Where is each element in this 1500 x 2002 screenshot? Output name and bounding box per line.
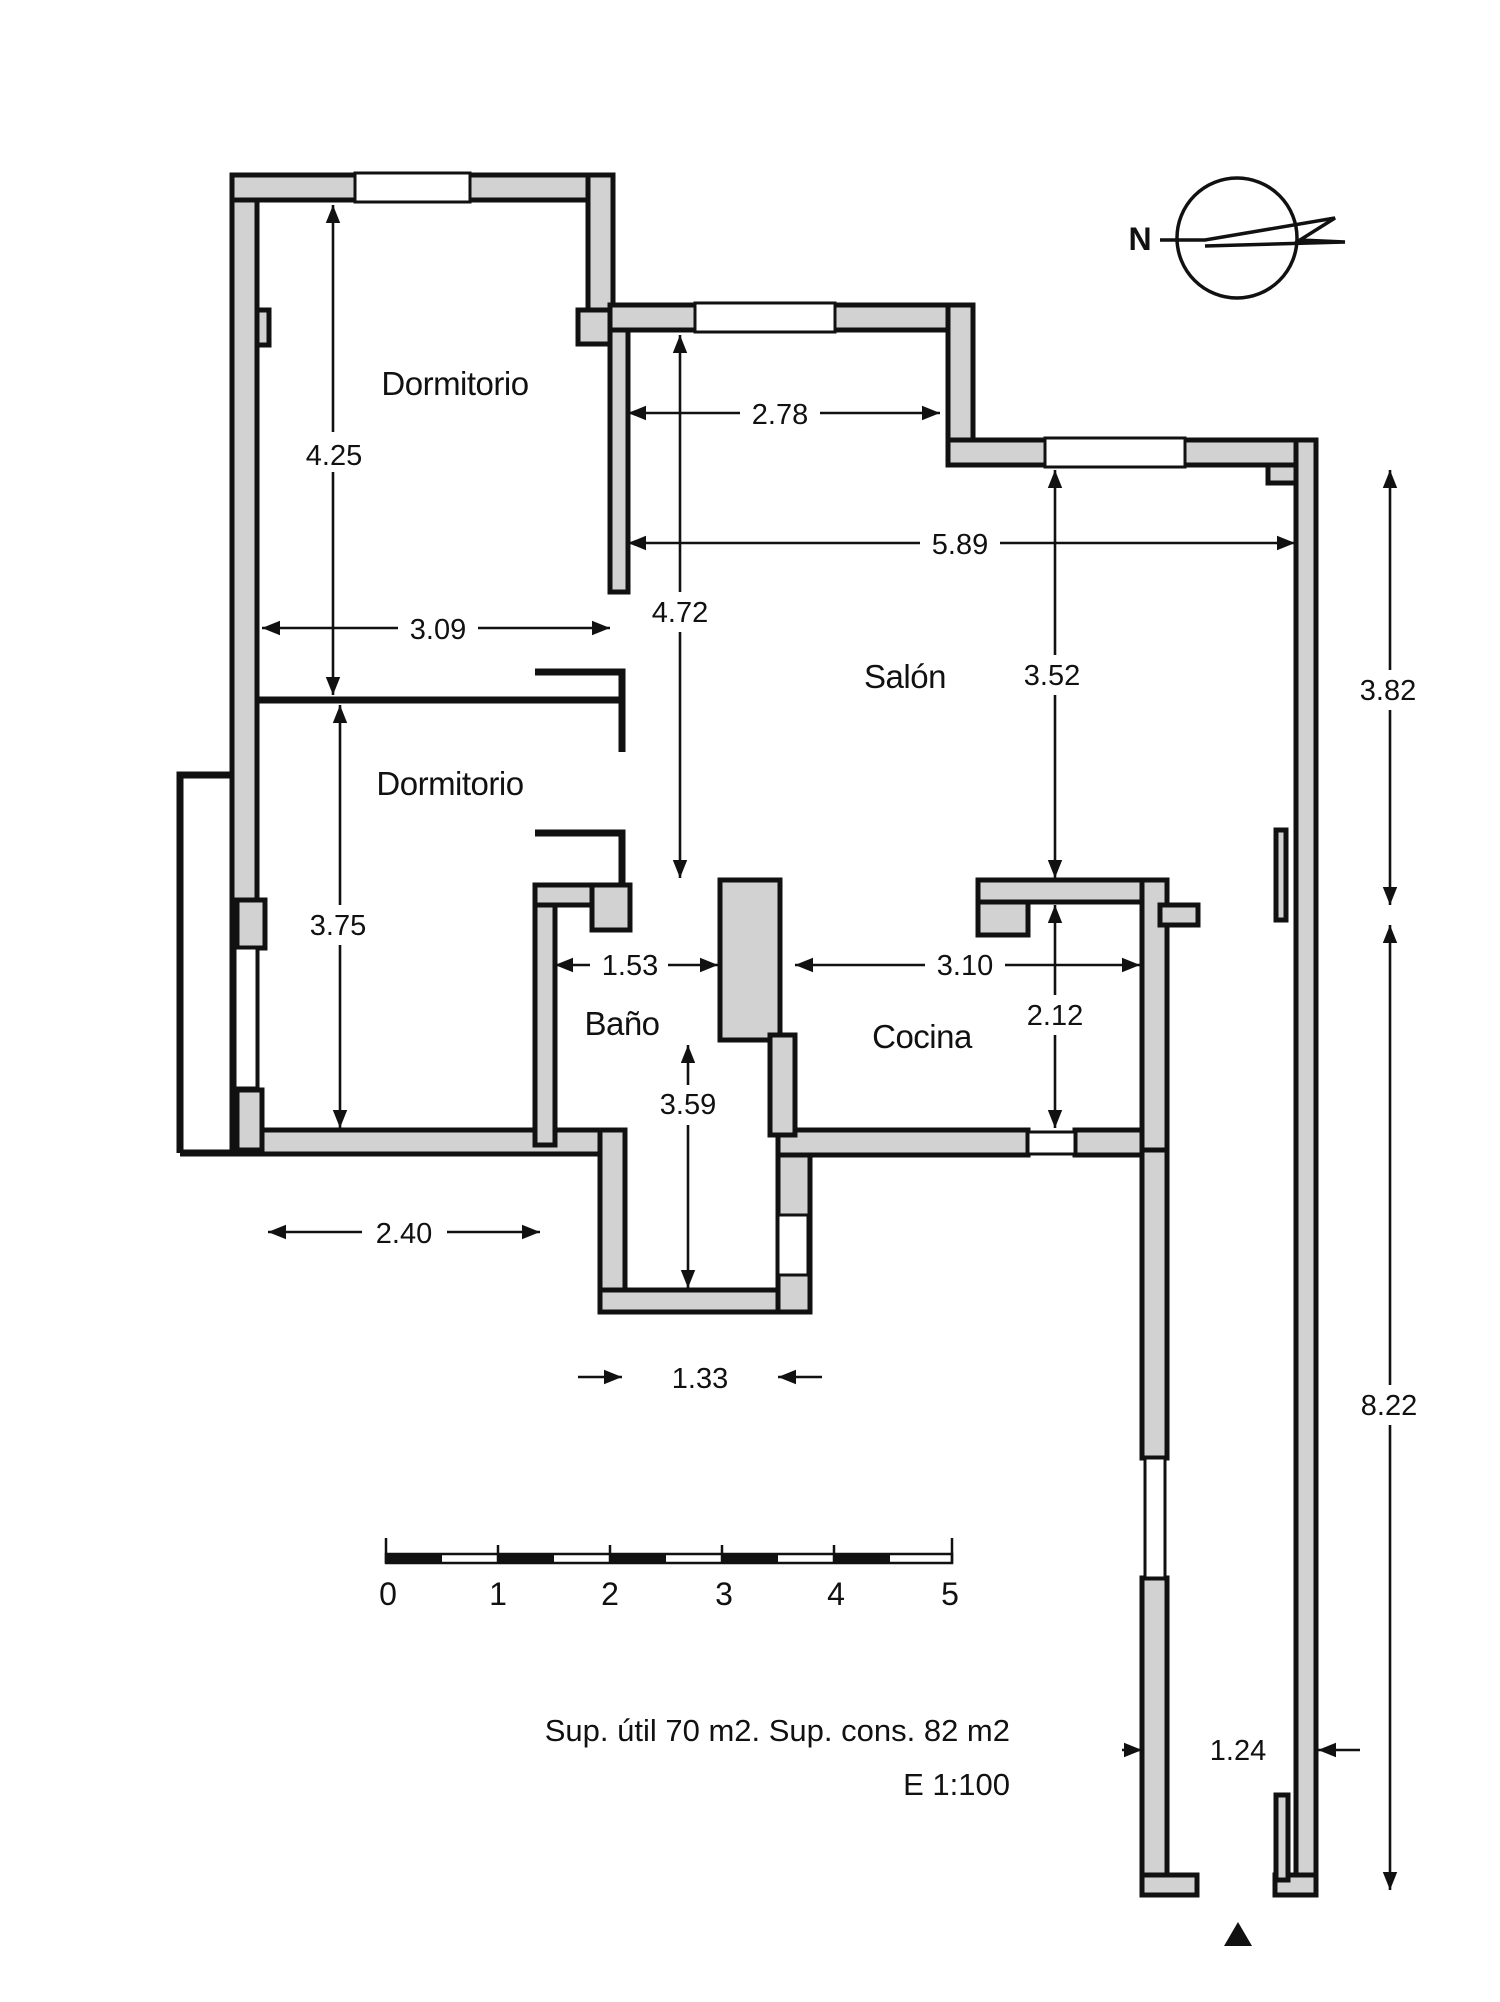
dimension-labels: 4.25 2.78 5.89 3.09 4.72 3.52 3.82 3.75 … bbox=[295, 395, 1433, 1767]
dimension-label: 2.78 bbox=[752, 399, 808, 431]
room-label-dormitorio-top: Dormitorio bbox=[381, 365, 528, 402]
window bbox=[233, 946, 259, 1090]
scale-tick-label: 4 bbox=[827, 1576, 845, 1612]
wall-segment bbox=[607, 327, 631, 595]
wall-segment bbox=[1265, 462, 1299, 486]
wall-segment bbox=[975, 877, 1169, 905]
dimension-label: 3.09 bbox=[410, 614, 466, 646]
room-label-cocina: Cocina bbox=[872, 1018, 973, 1055]
scale-bar-segment bbox=[722, 1554, 778, 1563]
plan-info: Sup. útil 70 m2. Sup. cons. 82 m2 E 1:10… bbox=[545, 1713, 1010, 1802]
partition bbox=[176, 771, 232, 1153]
north-compass: N bbox=[1128, 176, 1346, 300]
window bbox=[776, 1213, 810, 1277]
scale-tick-label: 2 bbox=[601, 1576, 619, 1612]
scale-bar: 0 1 2 3 4 5 bbox=[379, 1538, 959, 1612]
dimension-label: 3.52 bbox=[1024, 660, 1080, 692]
dimension-label: 3.10 bbox=[937, 950, 993, 982]
dimension-label: 8.22 bbox=[1361, 1390, 1417, 1422]
dimension-label: 3.59 bbox=[660, 1089, 716, 1121]
wall-segment bbox=[767, 1032, 798, 1138]
window bbox=[1143, 1456, 1167, 1580]
dimension-label: 2.40 bbox=[376, 1218, 432, 1250]
scale-bar-segment bbox=[834, 1554, 890, 1563]
scale-bar-segment bbox=[498, 1554, 554, 1563]
wall-segment bbox=[589, 882, 633, 933]
dimension-label: 1.24 bbox=[1210, 1735, 1266, 1767]
wall-segment bbox=[1139, 1147, 1170, 1461]
surface-text: Sup. útil 70 m2. Sup. cons. 82 m2 bbox=[545, 1713, 1010, 1748]
dimension-label: 3.82 bbox=[1360, 675, 1416, 707]
wall-segment bbox=[234, 1087, 265, 1153]
compass-label: N bbox=[1128, 221, 1151, 257]
scale-tick-label: 1 bbox=[489, 1576, 507, 1612]
wall-segment bbox=[1273, 827, 1289, 923]
scale-bar-segment bbox=[386, 1554, 442, 1563]
scale-bar-segment bbox=[610, 1554, 666, 1563]
windows bbox=[233, 171, 1187, 1580]
compass-arrow-icon bbox=[1160, 216, 1346, 248]
wall-segment bbox=[717, 877, 783, 1043]
partition bbox=[535, 829, 626, 885]
room-label-bano: Baño bbox=[584, 1005, 659, 1042]
wall-segment bbox=[1157, 902, 1201, 928]
wall-segment bbox=[234, 897, 268, 951]
scale-bar-ticks bbox=[384, 1538, 954, 1563]
scale-tick-label: 5 bbox=[941, 1576, 959, 1612]
dimension-label: 4.25 bbox=[306, 440, 362, 472]
wall-segment bbox=[597, 1127, 628, 1313]
partition bbox=[535, 668, 626, 700]
wall-segment bbox=[254, 307, 272, 348]
dimension-label: 3.75 bbox=[310, 910, 366, 942]
wall-segment bbox=[945, 302, 976, 448]
scale-tick-label: 3 bbox=[715, 1576, 733, 1612]
dimension-label: 1.53 bbox=[602, 950, 658, 982]
compass-circle bbox=[1175, 176, 1299, 300]
wall-segment bbox=[532, 882, 558, 1148]
wall-segment bbox=[1139, 1575, 1170, 1898]
entrance-arrow-icon bbox=[1224, 1922, 1252, 1946]
partition bbox=[257, 696, 626, 752]
window bbox=[693, 301, 837, 334]
room-label-salon: Salón bbox=[864, 658, 946, 695]
dimension-label: 4.72 bbox=[652, 597, 708, 629]
room-label-dormitorio-bottom: Dormitorio bbox=[376, 765, 523, 802]
wall-segment bbox=[1293, 437, 1319, 1898]
partitions bbox=[176, 668, 626, 1157]
scale-tick-label: 0 bbox=[379, 1576, 397, 1612]
window bbox=[353, 171, 472, 204]
room-labels: Dormitorio Salón Dormitorio Baño Cocina bbox=[376, 365, 973, 1055]
wall-segment bbox=[1273, 1792, 1291, 1883]
dimension-label: 2.12 bbox=[1027, 1000, 1083, 1032]
window bbox=[1043, 436, 1187, 469]
scale-text: E 1:100 bbox=[903, 1767, 1010, 1802]
wall-segment bbox=[775, 1127, 1031, 1158]
dimension-label: 1.33 bbox=[672, 1363, 728, 1395]
wall-segment bbox=[1139, 1872, 1200, 1898]
window bbox=[1026, 1130, 1077, 1156]
dimension-label: 5.89 bbox=[932, 529, 988, 561]
